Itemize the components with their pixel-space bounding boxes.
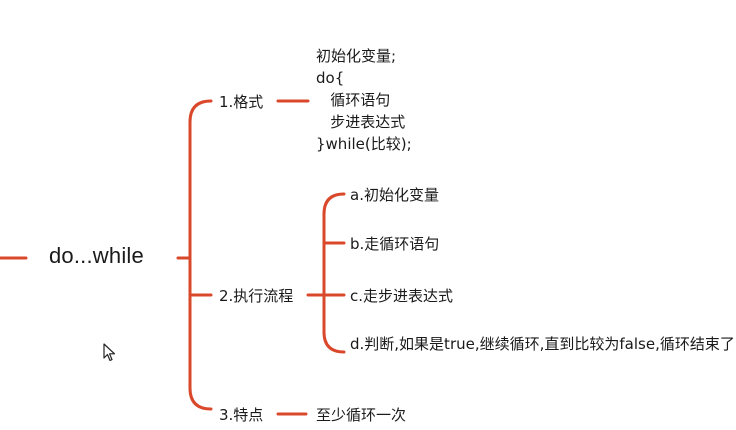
code-line: 初始化变量; — [316, 47, 397, 65]
feature-item: 至少循环一次 — [316, 406, 407, 424]
branch-feature-label: 3.特点 — [219, 406, 264, 424]
code-line: 步进表达式 — [316, 113, 406, 131]
sub-bracket — [322, 192, 346, 354]
flow-step-d: d.判断,如果是true,继续循环,直到比较为false,循环结束了 — [350, 335, 735, 353]
code-line: }while(比较); — [316, 135, 412, 153]
main-bracket — [188, 99, 213, 411]
flow-step-c: c.走步进表达式 — [350, 287, 454, 305]
branch-flow-label: 2.执行流程 — [219, 287, 294, 305]
format-code-block: 初始化变量; do{ 循环语句 步进表达式 }while(比较); — [316, 45, 412, 155]
code-line: 循环语句 — [316, 91, 391, 109]
flow-step-b: b.走循环语句 — [350, 235, 440, 253]
mouse-pointer-icon — [103, 343, 117, 367]
root-node: do...while — [49, 243, 144, 268]
flow-step-a: a.初始化变量 — [350, 186, 439, 204]
branch-format-label: 1.格式 — [219, 93, 264, 111]
code-line: do{ — [316, 69, 345, 87]
